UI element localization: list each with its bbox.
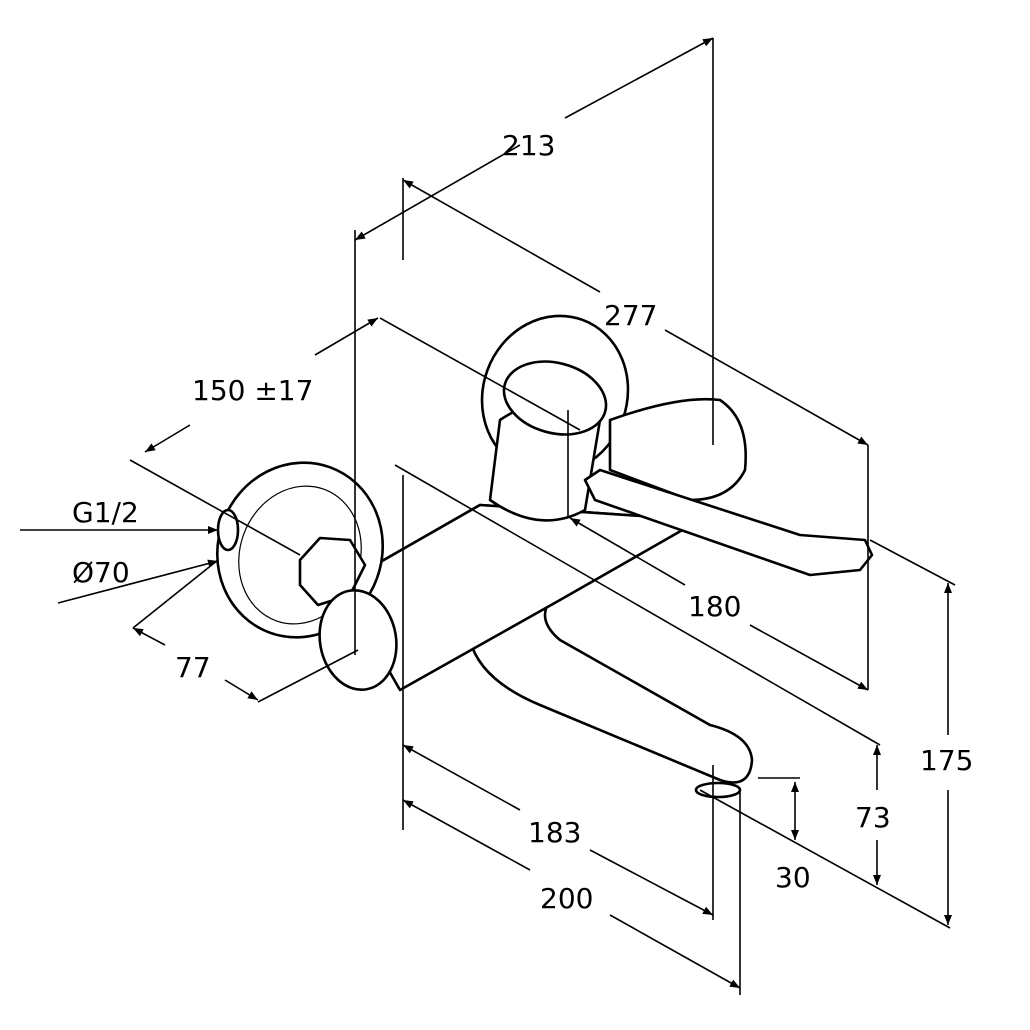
dim-73-label: 73 [855, 801, 891, 834]
dim-150-label: 150 ±17 [192, 374, 313, 407]
dim-77-label: 77 [175, 651, 211, 684]
extension-lines [129, 38, 956, 995]
dim-30-label: 30 [775, 861, 811, 894]
dim-175-label: 175 [920, 744, 973, 777]
dimension-lines [20, 37, 952, 989]
faucet-outline [215, 314, 874, 799]
dim-200-label: 200 [540, 882, 593, 915]
dim-183-label: 183 [528, 816, 581, 849]
dim-213-label: 213 [502, 129, 555, 162]
dim-277-label: 277 [604, 299, 657, 332]
dim-diameter-70-label: Ø70 [72, 556, 130, 589]
thread-g12-label: G1/2 [72, 496, 139, 529]
dim-180-label: 180 [688, 590, 741, 623]
